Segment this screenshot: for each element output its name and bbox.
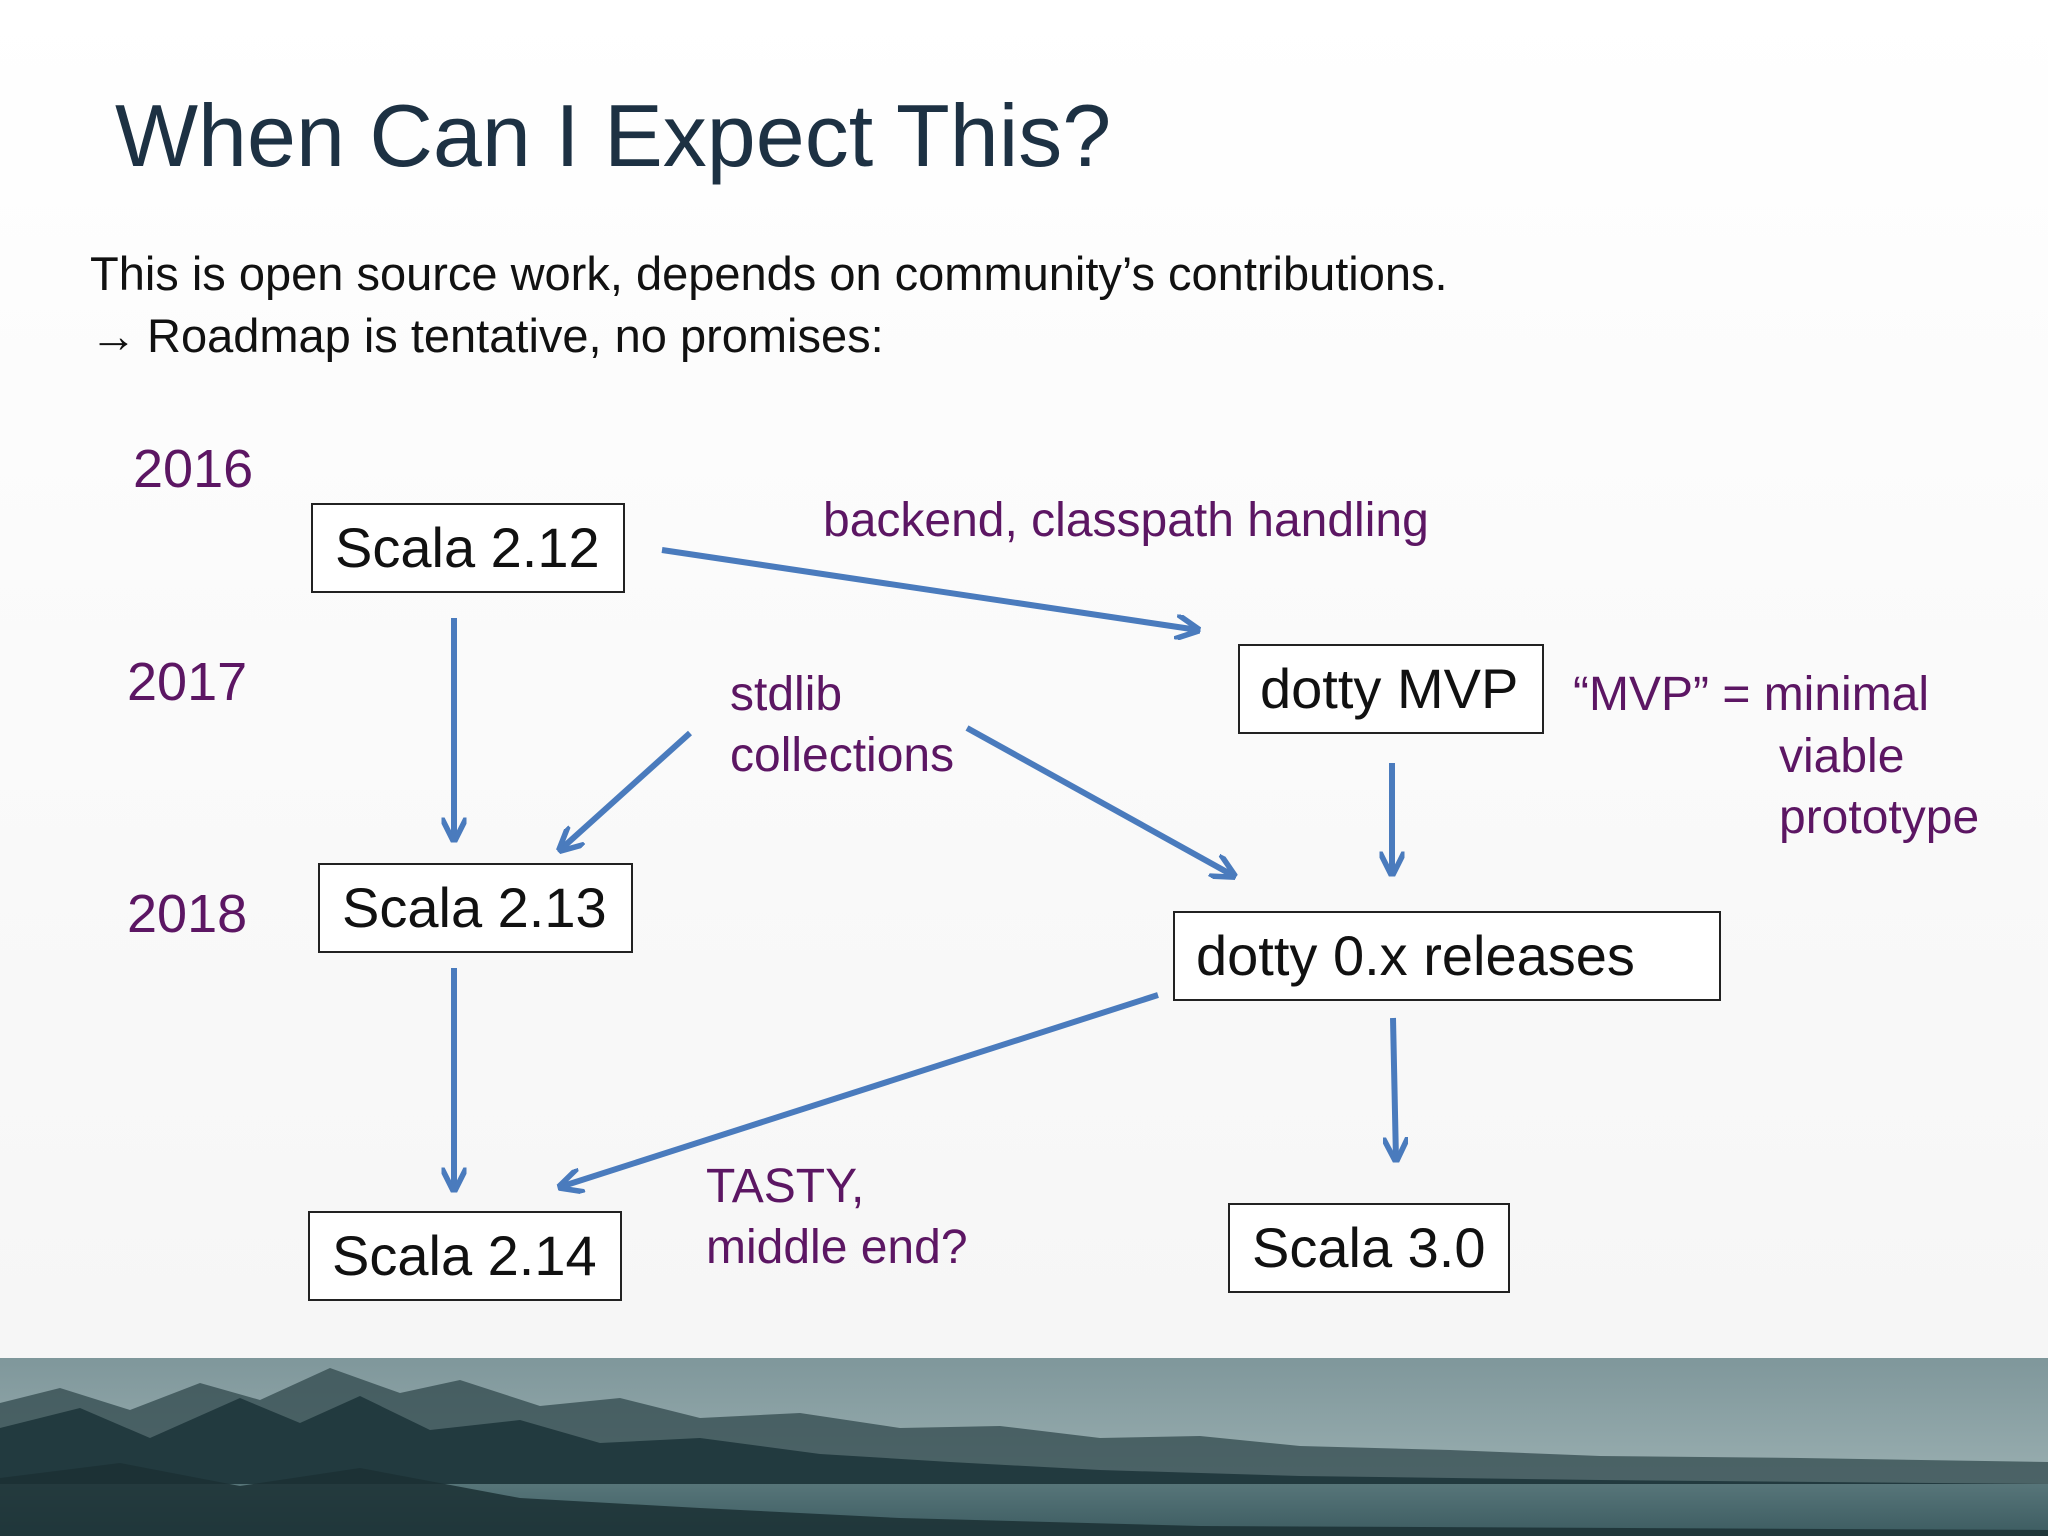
landscape-footer-image <box>0 1358 2048 1536</box>
mvp-note-line-3: prototype <box>1779 791 1980 844</box>
node-dotty-mvp: dotty MVP <box>1238 644 1544 734</box>
slide-title: When Can I Expect This? <box>115 86 1112 185</box>
arrow-stdlib-to-213 <box>560 730 693 850</box>
arrow-stdlib-to-dotty-0x <box>965 725 1234 876</box>
label-stdlib-line-1: stdlib <box>730 668 843 721</box>
arrow-dotty-0x-to-214 <box>560 992 1159 1187</box>
year-2018: 2018 <box>127 884 248 944</box>
right-arrow-icon: → <box>90 309 137 362</box>
node-scala-2-14: Scala 2.14 <box>308 1211 622 1301</box>
mvp-note-line-2: viable <box>1779 730 1905 783</box>
year-2016: 2016 <box>133 439 254 499</box>
subtitle-line-2: →Roadmap is tentative, no promises: <box>90 312 884 359</box>
year-2017: 2017 <box>127 652 248 712</box>
subtitle-line-2-text: Roadmap is tentative, no promises: <box>147 309 884 362</box>
label-backend-classpath: backend, classpath handling <box>823 494 1429 547</box>
node-scala-2-12: Scala 2.12 <box>311 503 625 593</box>
label-stdlib-collections: stdlib collections <box>730 664 954 787</box>
slide-background <box>0 0 2048 1360</box>
label-tasty-middle-end: TASTY, middle end? <box>706 1156 968 1279</box>
subtitle-line-1: This is open source work, depends on com… <box>90 247 1448 300</box>
node-dotty-0x-releases: dotty 0.x releases <box>1173 911 1721 1001</box>
node-scala-3-0: Scala 3.0 <box>1228 1203 1510 1293</box>
label-tasty-line-1: TASTY, <box>706 1160 865 1213</box>
label-tasty-line-2: middle end? <box>706 1221 968 1275</box>
arrow-212-to-dotty-mvp <box>661 547 1198 630</box>
mvp-note-line-1: “MVP” = minimal <box>1573 668 1930 721</box>
node-scala-2-13: Scala 2.13 <box>318 863 633 953</box>
label-stdlib-line-2: collections <box>730 729 955 783</box>
arrow-dotty-0x-to-30 <box>1393 1017 1396 1160</box>
